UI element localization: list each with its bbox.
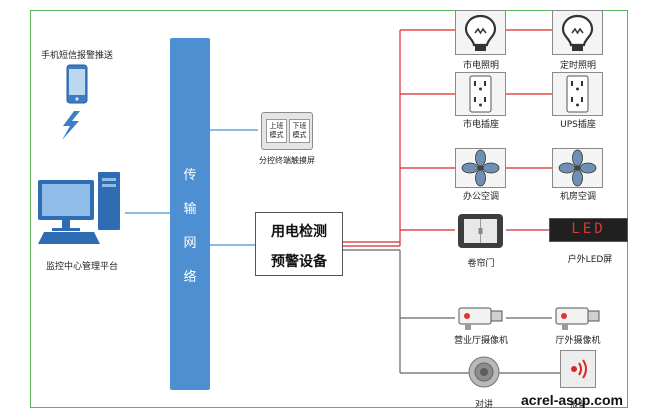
shutter-door-label: 卷帘门	[467, 259, 495, 269]
light-bulb-icon	[561, 14, 594, 51]
city-lighting-box	[455, 10, 506, 55]
touch-screen-panel: 上班模式 下班模式	[261, 112, 313, 150]
bus-text-3: 网	[183, 236, 197, 251]
work-mode-button[interactable]: 上班模式	[266, 119, 287, 143]
shutter-door-icon	[458, 214, 503, 248]
power-socket-icon	[566, 75, 589, 113]
mobile-phone-icon	[66, 64, 88, 104]
alarm-label: 报警	[570, 400, 586, 409]
power-monitor-device: 用电检测 预警设备	[255, 212, 343, 276]
transmission-network-bus: 传 输 网 络	[170, 38, 210, 390]
ups-socket-label: UPS插座	[560, 120, 596, 130]
ups-socket-box	[552, 72, 603, 116]
bus-text-2: 输	[183, 202, 197, 217]
signal-lines	[343, 249, 560, 374]
intercom-icon	[468, 356, 500, 388]
led-screen-text: LED	[571, 221, 606, 237]
office-ac-label: 办公空调	[462, 192, 500, 202]
power-lines	[343, 29, 552, 247]
timed-lighting-box	[552, 10, 603, 55]
shutter-door-box	[455, 210, 506, 252]
computer-icon	[38, 172, 120, 244]
alarm-icon	[571, 359, 587, 379]
watermark-text: acrel-ascp.com	[521, 392, 623, 408]
diagram-frame	[30, 10, 628, 408]
city-socket-label: 市电插座	[462, 120, 500, 130]
fan-icon	[558, 149, 597, 187]
phone-label: 手机短信报警推送	[41, 51, 114, 61]
bus-text-4: 络	[183, 270, 197, 285]
offwork-mode-button[interactable]: 下班模式	[289, 119, 310, 143]
fan-icon	[461, 149, 500, 187]
alarm-box	[560, 350, 596, 388]
hall-camera-label: 营业厅摄像机	[453, 336, 509, 346]
camera-icon	[555, 307, 600, 330]
outdoor-led-screen: LED	[549, 218, 628, 242]
outdoor-camera-label: 厅外摄像机	[555, 336, 601, 346]
office-ac-box	[455, 148, 506, 188]
touch-screen-label: 分控终端触摸屏	[259, 156, 315, 165]
led-screen-label: 户外LED屏	[567, 255, 613, 265]
server-ac-box	[552, 148, 603, 188]
timed-lighting-label: 定时照明	[559, 61, 597, 71]
city-socket-box	[455, 72, 506, 116]
server-ac-label: 机房空调	[559, 192, 597, 202]
signal-bolt-icon	[62, 111, 80, 140]
city-lighting-label: 市电照明	[462, 61, 500, 71]
bus-text-1: 传	[183, 168, 197, 183]
computer-label: 监控中心管理平台	[45, 262, 119, 272]
intercom-label: 对讲	[474, 400, 494, 410]
device-label-line1: 用电检测	[271, 224, 327, 240]
device-label-line2: 预警设备	[271, 254, 327, 270]
camera-icon	[458, 307, 503, 330]
light-bulb-icon	[464, 14, 497, 51]
power-socket-icon	[469, 75, 492, 113]
